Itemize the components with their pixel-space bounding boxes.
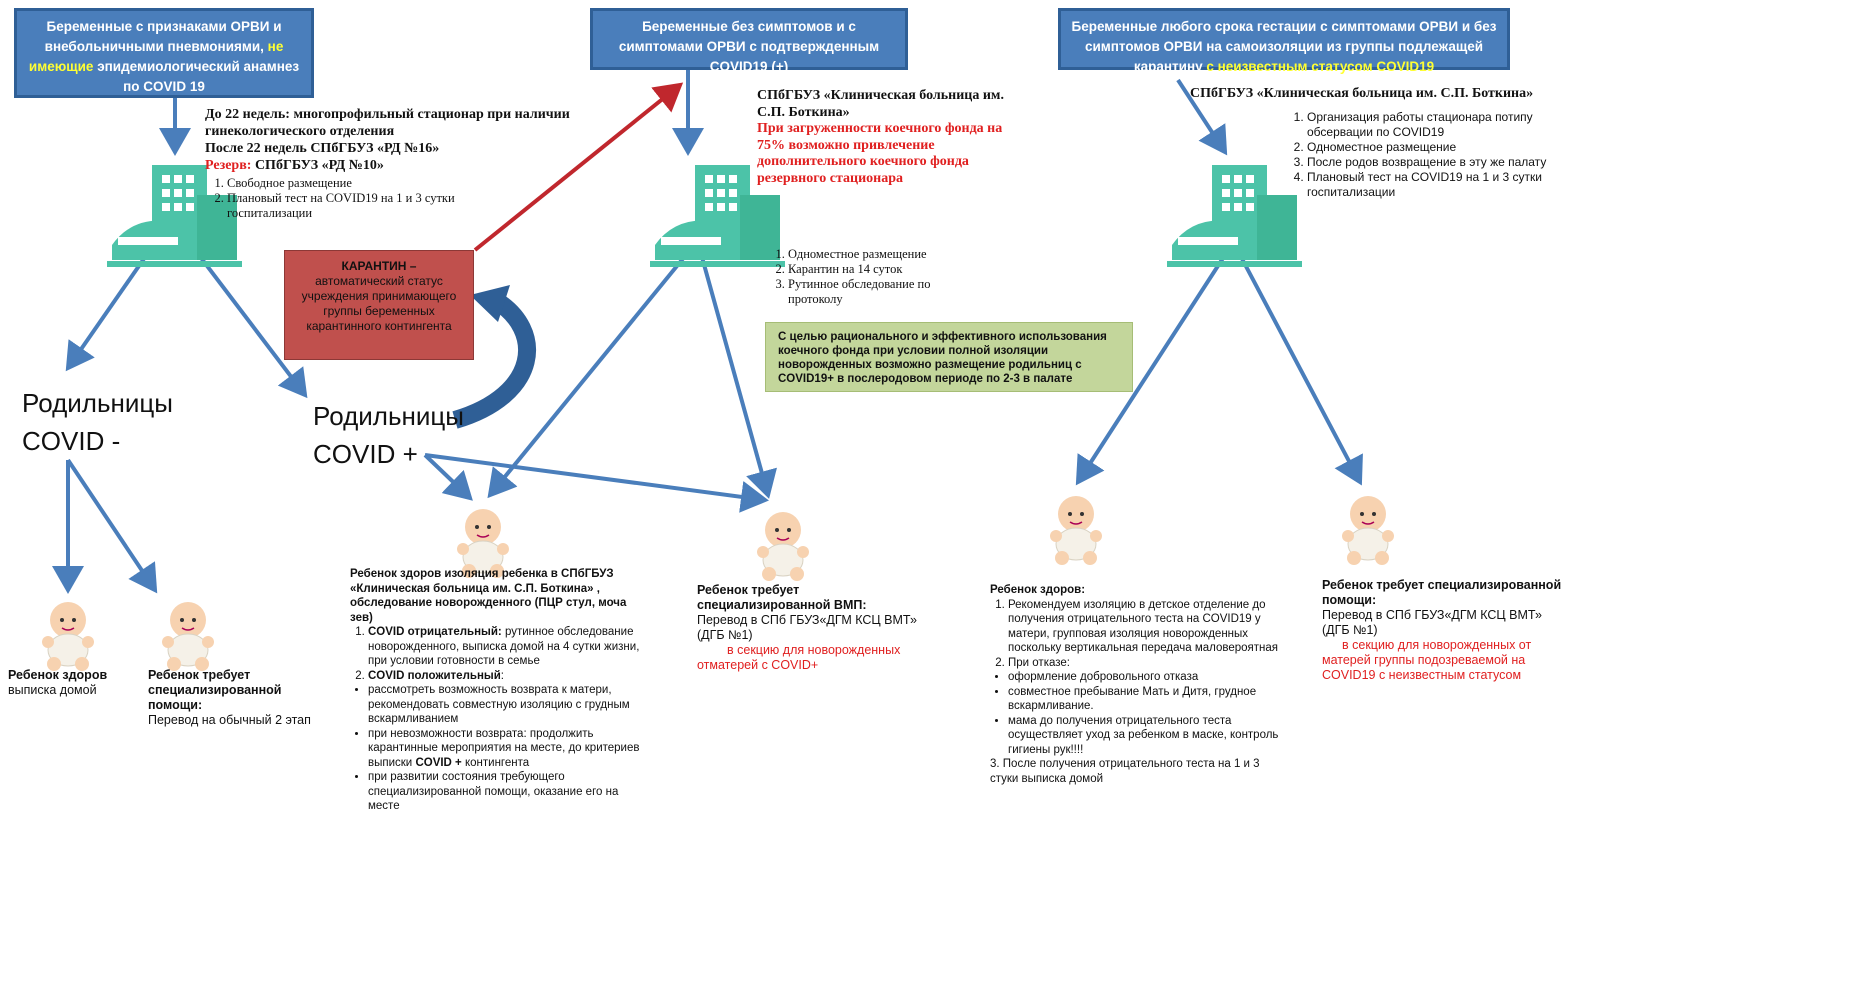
quarantine-title: КАРАНТИН – — [341, 259, 417, 273]
label-covid-negative: Родильницы COVID - — [22, 388, 173, 456]
quarantine-text: автоматический статус учреждения принима… — [301, 274, 457, 333]
hospital-icon-middle — [650, 165, 785, 267]
baby-3-bullets: рассмотреть возможность возврата к матер… — [350, 683, 645, 814]
label-covid-positive: Родильницы COVID + — [313, 401, 464, 469]
baby-2-desc: Перевод на обычный 2 этап — [148, 713, 311, 727]
reserve-value: СПбГБУЗ «РД №10» — [251, 158, 384, 173]
baby-1-title: Ребенок здоров — [8, 668, 108, 682]
baby-3-title: Ребенок здоров изоляция ребенка в СПбГБУ… — [350, 568, 627, 624]
left-item: Плановый тест на COVID19 на 1 и 3 сутки … — [227, 191, 457, 221]
left-item: Свободное размещение — [227, 176, 457, 191]
header-1-text-end: эпидемиологический анамнез по COVID 19 — [93, 59, 300, 94]
baby-6-red-note: в секцию для новорожденных от матерей гр… — [1322, 638, 1532, 682]
right-item: Плановый тест на COVID19 на 1 и 3 сутки … — [1307, 170, 1577, 200]
header-3-highlight: с неизвестным статусом COVID19 — [1206, 59, 1435, 74]
covid-negative-label: COVID отрицательный: — [368, 626, 502, 638]
covid-negative-text: рутинное обследование новорожденного, вы… — [368, 626, 640, 667]
baby-icon-4 — [757, 512, 809, 581]
baby-3-text: Ребенок здоров изоляция ребенка в СПбГБУ… — [350, 567, 645, 814]
baby-6-desc: Перевод в СПб ГБУЗ«ДГМ КСЦ ВМТ» (ДГБ №1) — [1322, 608, 1542, 637]
baby-4-desc: Перевод в СПб ГБУЗ«ДГМ КСЦ ВМТ» (ДГБ №1) — [697, 613, 917, 642]
right-item: Организация работы стационара потипу обс… — [1307, 110, 1577, 140]
hospital-icon-left — [107, 165, 242, 267]
header-1-text: Беременные с признаками ОРВИ и внебольни… — [44, 19, 282, 54]
header-box-3: Беременные любого срока гестации с симпт… — [1058, 8, 1510, 74]
arrow-mid-baby3 — [487, 248, 692, 499]
left-line-1: До 22 недель: многопрофильный стационар … — [205, 107, 570, 139]
right-items: Организация работы стационара потипу обс… — [1285, 110, 1577, 200]
right-item: Одноместное размещение — [1307, 140, 1577, 155]
baby-5-list: Рекомендуем изоляцию в детское отделение… — [990, 598, 1282, 671]
baby-2-text: Ребенок требует специализированной помощ… — [148, 668, 333, 728]
middle-item: Карантин на 14 суток — [788, 262, 978, 277]
baby-6-title: Ребенок требует специализированной помощ… — [1322, 578, 1562, 607]
arrow-pos-baby4 — [424, 453, 769, 513]
reserve-label: Резерв: — [205, 158, 252, 173]
baby-4-title: Ребенок требует специализированной ВМП: — [697, 583, 867, 612]
baby-6-text: Ребенок требует специализированной помощ… — [1322, 578, 1562, 683]
baby-icon-2 — [162, 602, 214, 671]
right-item: После родов возвращение в эту же палату — [1307, 155, 1577, 170]
arrow-neg-baby2 — [66, 458, 158, 594]
baby-5-text: Ребенок здоров: Рекомендуем изоляцию в д… — [990, 583, 1282, 786]
baby-3-bullet-bold: COVID + — [415, 756, 462, 769]
baby-1-text: Ребенок здоров выписка домой — [8, 668, 128, 698]
green-note-box: С целью рационального и эффективного исп… — [765, 322, 1133, 392]
arrow-h3-down — [1176, 78, 1228, 156]
left-line-2: После 22 недель СПбГБУЗ «РД №16» — [205, 141, 440, 156]
covid-positive-label: COVID положительный — [368, 669, 501, 682]
baby-icon-3 — [457, 509, 509, 578]
left-routing-block: До 22 недель: многопрофильный стационар … — [205, 106, 625, 221]
baby-icon-6 — [1342, 496, 1394, 565]
arrow-mid-baby4 — [698, 249, 777, 499]
baby-3-bullet-tail: контингента — [461, 756, 530, 769]
green-note-text: С целью рационального и эффективного исп… — [778, 331, 1107, 385]
baby-5-bullet: мама до получения отрицательного теста о… — [1008, 714, 1282, 758]
baby-3-bullet: рассмотреть возможность возврата к матер… — [368, 683, 645, 727]
quarantine-box: КАРАНТИН – автоматический статус учрежде… — [284, 250, 474, 360]
middle-hospital: СПбГБУЗ «Клиническая больница им. С.П. Б… — [757, 88, 1004, 120]
baby-icon-5 — [1050, 496, 1102, 565]
baby-5-bullet: совместное пребывание Мать и Дитя, грудн… — [1008, 685, 1282, 714]
baby-4-red-note: в секцию для новорожденных отматерей с C… — [697, 643, 901, 672]
arrow-pos-baby3 — [423, 453, 473, 501]
baby-5-final: 3. После получения отрицательного теста … — [990, 758, 1260, 785]
arrow-left-pos — [193, 248, 308, 399]
right-hospital: СПбГБУЗ «Клиническая больница им. С.П. Б… — [1190, 86, 1534, 101]
arrow-right-baby6 — [1238, 254, 1363, 486]
header-2-text: Беременные без симптомов и с симптомами … — [618, 19, 880, 74]
header-box-2: Беременные без симптомов и с симптомами … — [590, 8, 908, 74]
baby-5-title: Ребенок здоров: — [990, 584, 1086, 596]
baby-1-desc: выписка домой — [8, 683, 97, 697]
header-3-text: Беременные любого срока гестации с симпт… — [1071, 19, 1497, 74]
arrow-red-quarantine — [473, 82, 684, 252]
baby-5-item: При отказе: — [1008, 656, 1282, 671]
hospital-icon-right — [1167, 165, 1302, 267]
curved-arrow-quarantine — [452, 292, 536, 429]
middle-item: Рутинное обследование по протоколу — [788, 277, 978, 307]
middle-routing-block: СПбГБУЗ «Клиническая больница им. С.П. Б… — [757, 88, 1032, 187]
baby-icon-1 — [42, 602, 94, 671]
baby-3-bullet: при невозможности возврата: продолжить к… — [368, 727, 640, 769]
left-items: Свободное размещение Плановый тест на CO… — [205, 176, 457, 221]
baby-5-bullet: оформление добровольного отказа — [1008, 670, 1282, 685]
baby-3-list: COVID отрицательный: рутинное обследован… — [350, 625, 645, 683]
middle-item: Одноместное размещение — [788, 247, 978, 262]
middle-items: Одноместное размещение Карантин на 14 су… — [766, 247, 978, 307]
covid-positive-text: : — [500, 669, 504, 682]
arrow-right-baby5 — [1075, 253, 1227, 486]
baby-5-bullets: оформление добровольного отказа совместн… — [990, 670, 1282, 757]
baby-4-text: Ребенок требует специализированной ВМП: … — [697, 583, 922, 673]
middle-red-note: При загруженности коечного фонда на 75% … — [757, 121, 1003, 186]
header-box-1: Беременные с признаками ОРВИ и внебольни… — [14, 8, 314, 98]
baby-5-item: Рекомендуем изоляцию в детское отделение… — [1008, 598, 1282, 656]
arrow-left-neg — [65, 248, 152, 372]
baby-2-title: Ребенок требует специализированной помощ… — [148, 668, 282, 712]
header-1-highlight: не имеющие — [28, 39, 284, 74]
baby-3-bullet: при развитии состояния требующего специа… — [368, 770, 645, 814]
